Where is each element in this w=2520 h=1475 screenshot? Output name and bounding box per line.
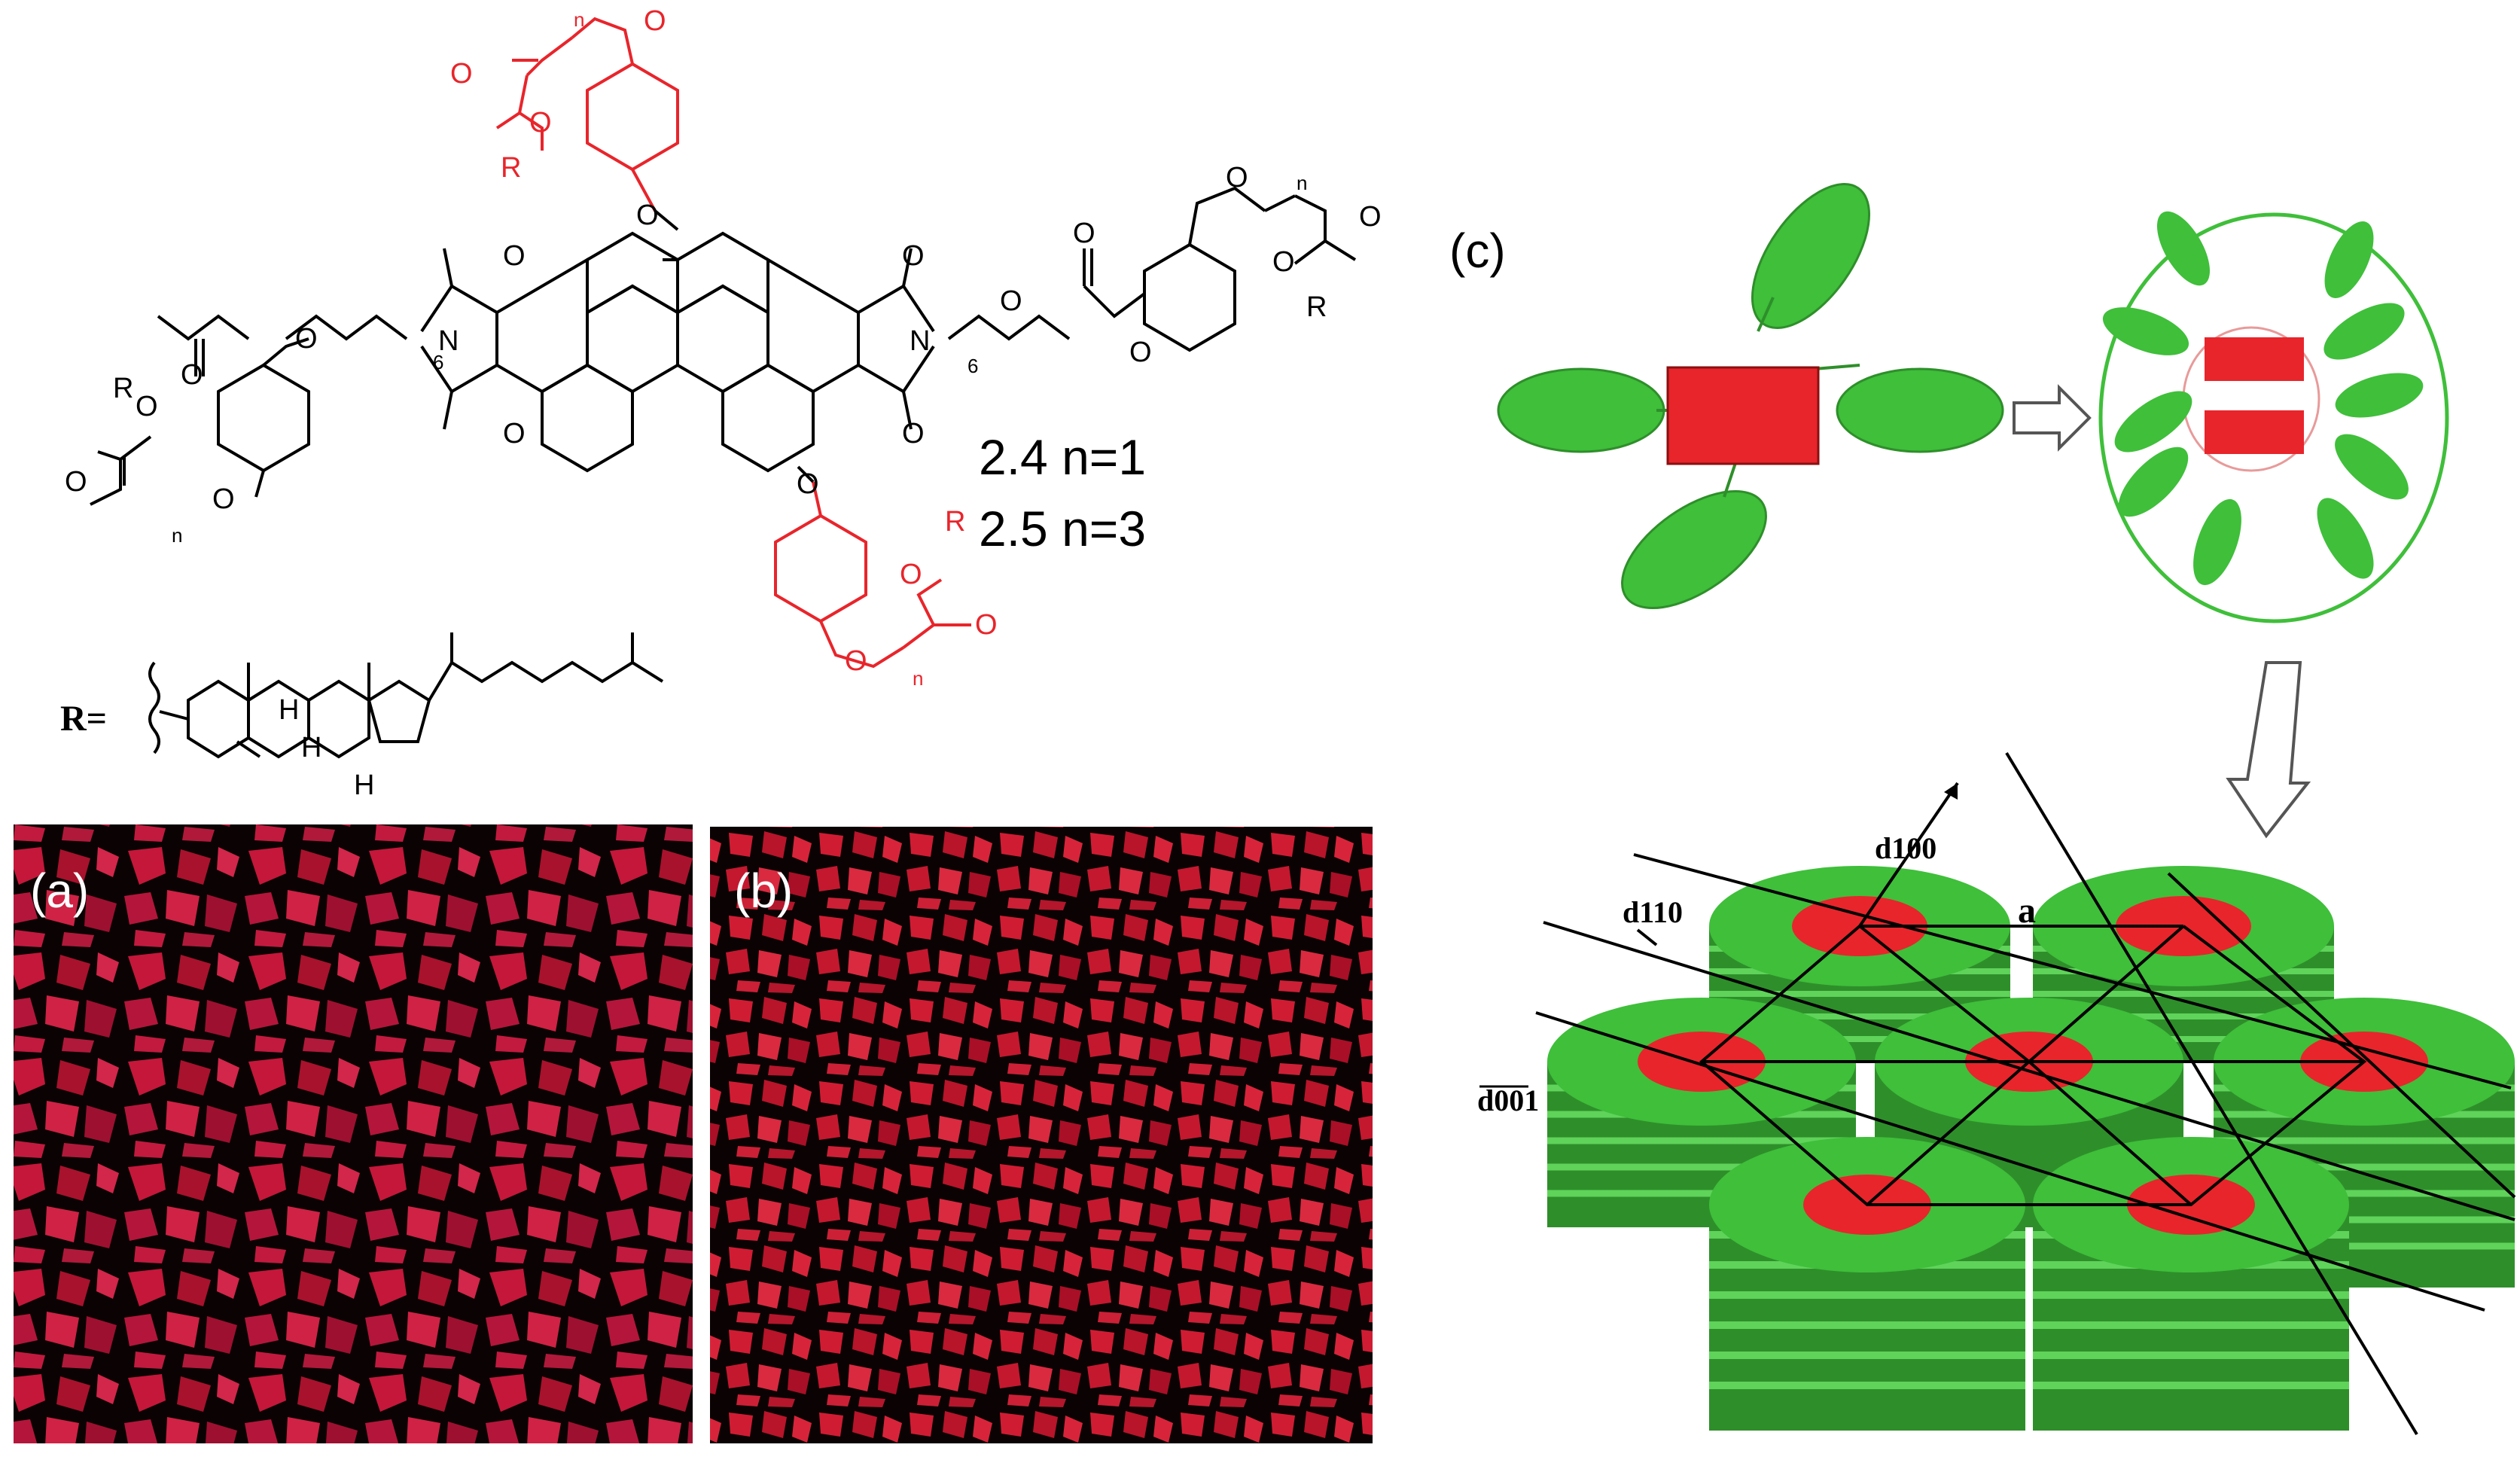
right-chain: [947, 314, 1071, 341]
atom-n: N: [438, 325, 459, 357]
right-phenyl: [1143, 242, 1236, 352]
atom-o: O: [136, 391, 158, 422]
atom-o: O: [1129, 337, 1152, 368]
atom-o: O: [65, 466, 87, 498]
pom-image-b: [710, 827, 1373, 1443]
cholesteryl-unit: [1751, 183, 1871, 329]
cholesteryl-skeleton: [159, 632, 664, 759]
atom-o: O: [797, 468, 819, 500]
label-d100: d100: [1875, 831, 1936, 865]
atom-o: O: [845, 645, 867, 677]
panel-label-c: (c): [1449, 224, 1506, 278]
label-d001: d001: [1477, 1083, 1539, 1117]
columnar-lattice: d100 d110 d001 a: [1477, 751, 2516, 1436]
atom-o: O: [900, 559, 922, 590]
hollow-arrow-right-icon: [2013, 384, 2092, 452]
r-group-definition: R= H H H: [60, 632, 664, 801]
atom-r: R: [945, 506, 965, 538]
cholesteryl-unit: [1621, 489, 1767, 610]
atom-h: H: [301, 732, 321, 763]
atom-h: H: [279, 694, 299, 726]
label-a: a: [2018, 891, 2036, 931]
label-d110: d110: [1623, 895, 1683, 929]
atom-o: O: [902, 240, 925, 272]
hollow-arrow-down-icon: [2226, 661, 2311, 839]
subscript-6: 6: [433, 351, 443, 373]
bay-substituents: [495, 17, 971, 669]
bottom-phenyl: [774, 514, 867, 623]
bay-connectors: [654, 209, 815, 483]
r-equals-label: R=: [60, 699, 107, 739]
atom-o: O: [212, 483, 235, 515]
atom-labels-red: O O O R n O O O R n: [450, 5, 998, 690]
atom-o: O: [636, 200, 659, 231]
atom-r: R: [113, 373, 133, 404]
atom-o: O: [975, 609, 998, 641]
atom-o: O: [529, 107, 552, 139]
atom-o: O: [1226, 162, 1248, 194]
cholesteryl-unit: [1497, 367, 1665, 453]
cholesteryl-unit: [1836, 367, 2004, 453]
dimer-schematic: [2098, 211, 2449, 623]
left-phenyl: [217, 363, 310, 473]
perylene-core: [495, 231, 860, 473]
atom-n: N: [910, 325, 930, 357]
pdi-core: [1666, 366, 1820, 465]
disc-column: [1709, 1137, 2025, 1431]
atom-o: O: [902, 418, 925, 450]
subscript-6: 6: [967, 355, 978, 377]
pdi-core: [2205, 337, 2304, 381]
panel-label-a: (a): [30, 864, 89, 918]
chemical-structure: [90, 186, 1357, 506]
top-phenyl: [586, 62, 679, 172]
atom-r: R: [501, 152, 521, 184]
atom-o: O: [503, 418, 526, 450]
compound-label-2-5: 2.5 n=3: [979, 501, 1146, 556]
atom-o: O: [1272, 246, 1295, 278]
subscript-n: n: [574, 8, 584, 31]
imide-right: [857, 285, 935, 393]
panel-a: (a): [14, 824, 693, 1443]
panel-label-b: (b): [734, 864, 793, 918]
panel-b: (b): [710, 827, 1373, 1443]
subscript-n: n: [913, 667, 923, 690]
single-molecule-schematic: [1497, 183, 2004, 610]
pom-image-a: [14, 824, 693, 1443]
atom-h: H: [354, 769, 374, 801]
disc-column: [2033, 1137, 2349, 1431]
atom-r: R: [1306, 291, 1327, 323]
atom-o: O: [450, 58, 473, 90]
atom-o: O: [295, 323, 318, 355]
atom-o: O: [503, 240, 526, 272]
left-chain: [285, 314, 408, 341]
atom-labels: O O O O O N N O O O O O O R O O O O O O …: [65, 162, 1382, 547]
lattice-lines: [1535, 751, 2516, 1436]
atom-o: O: [1359, 201, 1382, 233]
imide-left: [420, 285, 498, 393]
atom-o: O: [1000, 285, 1022, 317]
subscript-n: n: [1297, 172, 1307, 194]
atom-o: O: [644, 5, 666, 37]
d100-arrow-head: [1944, 783, 1958, 800]
atom-o: O: [181, 359, 203, 391]
compound-label-2-4: 2.4 n=1: [979, 429, 1146, 485]
pdi-core: [2205, 410, 2304, 454]
atom-o: O: [1073, 218, 1095, 249]
subscript-n: n: [172, 524, 182, 547]
